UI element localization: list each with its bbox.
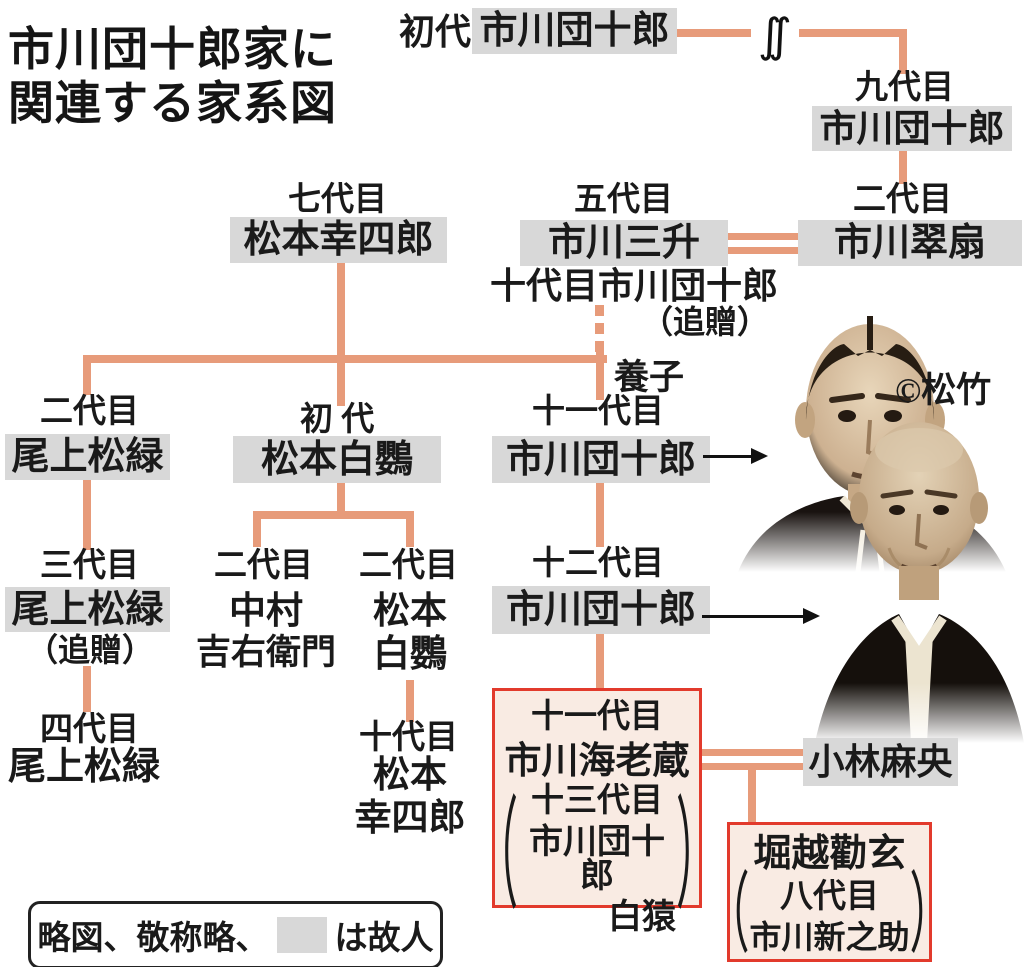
photo-credit-shochiku: ©松竹	[895, 371, 992, 410]
line-koshiro7-down	[337, 263, 345, 406]
ebizo-alias-group: （ 十三代目 市川団十郎 白猿 ）	[475, 783, 719, 936]
node-suisen-2: 市川翠扇	[798, 220, 1022, 266]
ebizo-alias-suffix: 白猿	[608, 898, 676, 936]
kichiemon-name-line1: 中村	[229, 590, 303, 631]
node-shoroku-2: 尾上松緑	[5, 434, 170, 480]
gen-label-hakuo1: 初 代	[300, 402, 375, 438]
portrait-danjuro-12-photo	[815, 398, 1024, 743]
kichiemon-name-line2: 吉右衛門	[195, 633, 336, 672]
line-to-kangen	[748, 770, 756, 823]
ebizo-alias-gen: 十三代目	[531, 783, 663, 819]
node-koshiro-7: 松本幸四郎	[230, 217, 447, 263]
node-danjuro-9: 市川団十郎	[812, 106, 1012, 151]
legend-box: 略図、敬称略、 は故人	[28, 901, 443, 967]
node-kichiemon-2: 中村 吉右衛門	[186, 592, 346, 670]
text-danjuro10-posthumous: 十代目市川団十郎	[490, 266, 779, 306]
line-danjuro9-to-suisen	[899, 151, 907, 184]
node-hakuo-1: 松本白鸚	[233, 436, 441, 483]
node-hakuo-2: 松本 白鸚	[345, 592, 475, 672]
gen-label-danjuro9: 九代目	[855, 70, 954, 106]
alias-paren-open: （	[475, 792, 518, 927]
marriage-line-ebizo-mao-bottom	[702, 763, 803, 770]
line-danjuro12-to-ebizo	[596, 634, 604, 688]
note-shoroku3-tsuiso: （追贈）	[26, 632, 155, 668]
node-koshiro-10: 松本 幸四郎	[340, 756, 480, 836]
kangen-name: 堀越勸玄	[753, 833, 906, 875]
gen-label-koshiro7: 七代目	[288, 182, 387, 218]
title-line-2: 関連する家系図	[8, 77, 337, 130]
line-hakuo1-down	[337, 483, 345, 515]
line-hakuo2-to-koshiro10	[406, 680, 414, 722]
arrow-line-danjuro12-to-photo	[702, 615, 804, 618]
gen-label-koshiro10: 十代目	[359, 720, 458, 756]
hakuo2-name-line1: 松本	[373, 590, 447, 631]
alias-paren-close: ）	[676, 792, 719, 927]
node-danjuro-11: 市川団十郎	[492, 436, 710, 483]
title-line-1: 市川団十郎家に	[8, 23, 337, 75]
line-junction-to-danjuro11	[596, 347, 604, 400]
line-drop-to-shoroku2	[83, 355, 91, 395]
arrow-line-danjuro11-to-photo	[703, 455, 752, 458]
gen-label-sansho5: 五代目	[574, 182, 673, 218]
alias-paren-close: ）	[909, 868, 952, 966]
hakuo2-name-line2: 白鸚	[373, 633, 447, 674]
page-title: 市川団十郎家に 関連する家系図	[8, 22, 337, 131]
legend-text-after: は故人	[334, 921, 434, 957]
gen-label-danjuro1: 初代	[399, 12, 472, 52]
node-shoroku-4: 尾上松緑	[8, 746, 161, 788]
legend-deceased-swatch	[276, 917, 327, 953]
gen-label-kichiemon2: 二代目	[214, 548, 313, 584]
ebizo-gen-label: 十一代目	[531, 699, 663, 735]
koshiro10-name-line1: 松本	[373, 754, 447, 795]
gen-label-shoroku2: 二代目	[40, 394, 139, 430]
arrow-head-danjuro12-to-photo	[803, 608, 820, 624]
gen-label-shoroku3: 三代目	[40, 548, 139, 584]
node-sansho-5: 市川三升	[520, 220, 728, 266]
gen-label-danjuro12: 十二代目	[532, 546, 664, 582]
marriage-line-sansho-suisen-top	[728, 233, 798, 240]
label-adoption: 養子	[614, 358, 685, 397]
gen-label-hakuo2: 二代目	[359, 548, 458, 584]
ebizo-name: 市川海老蔵	[504, 740, 690, 781]
kangen-alias-gen: 八代目	[780, 879, 879, 915]
ebizo-alias-name: 市川団十郎	[529, 823, 665, 895]
node-danjuro-12: 市川団十郎	[492, 586, 710, 634]
kangen-alias-name: 市川新之助	[749, 919, 910, 955]
gen-label-shoroku4: 四代目	[40, 712, 139, 748]
dotted-line-danjuro10-adoption	[595, 305, 604, 353]
node-danjuro-1: 市川団十郎	[472, 8, 677, 54]
node-shoroku-3: 尾上松緑	[5, 587, 170, 632]
legend-text-before: 略図、敬称略、	[37, 921, 269, 957]
gen-label-danjuro11: 十一代目	[532, 394, 664, 430]
marriage-line-ebizo-mao-top	[702, 749, 803, 756]
alias-paren-open: （	[707, 868, 750, 966]
generation-gap-squiggle-icon: ∫∫	[751, 4, 799, 66]
marriage-line-sansho-suisen-bottom	[728, 247, 798, 254]
node-kobayashi-mao: 小林麻央	[803, 738, 958, 786]
kangen-alias-group: （ 八代目 市川新之助 ）	[707, 873, 951, 961]
line-drop-to-hakuo2	[406, 511, 414, 547]
arrow-head-danjuro11-to-photo	[751, 448, 768, 464]
line-hakuo1-children-bar	[253, 511, 414, 519]
line-danjuro1-right	[677, 29, 762, 37]
line-danjuro11-to-danjuro12	[596, 483, 604, 547]
gen-label-suisen2: 二代目	[853, 182, 952, 218]
line-drop-to-kichiemon	[253, 511, 261, 547]
line-main-sibling-bar	[83, 355, 607, 363]
line-corner-down-to-danjuro9	[899, 29, 907, 74]
line-shoroku2-to-shoroku3	[83, 480, 91, 550]
line-shoroku3-to-shoroku4	[83, 666, 91, 712]
node-horikoshi-kangen: 堀越勸玄 （ 八代目 市川新之助 ）	[707, 822, 952, 962]
node-ebizo-11: 十一代目 市川海老蔵 （ 十三代目 市川団十郎 白猿 ）	[476, 688, 718, 934]
koshiro10-name-line2: 幸四郎	[354, 797, 466, 838]
line-squiggle-to-corner	[792, 29, 907, 37]
note-danjuro10-tsuiso: （追贈）	[641, 304, 770, 340]
